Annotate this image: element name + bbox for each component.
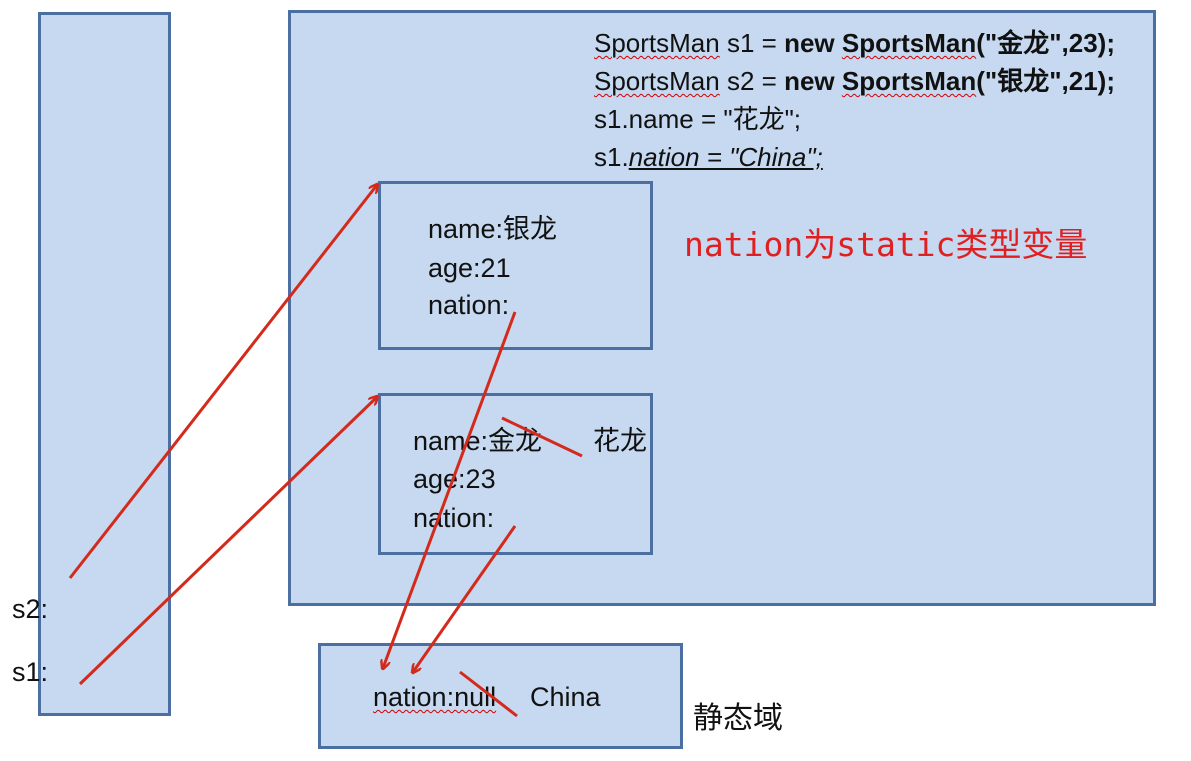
code-args: ("银龙",21);	[976, 66, 1115, 96]
object-s2-age: age:21	[428, 253, 511, 283]
object-s1-nation: nation:	[413, 503, 495, 533]
code-token: SportsMan	[594, 66, 720, 96]
object-s2	[378, 181, 653, 350]
object-s1-name: name:金龙	[413, 424, 542, 458]
code-args: ("金龙",23);	[976, 28, 1115, 58]
code-line-3: s1.name = "花龙";	[594, 104, 802, 134]
code-static-assign: nation = "China";	[628, 142, 823, 172]
static-nation-new: China	[530, 682, 601, 712]
code-line-4: s1.nation = "China";	[594, 141, 823, 173]
code-keyword: new	[784, 66, 835, 96]
object-s2-name: name:银龙	[428, 214, 558, 244]
code-token: SportsMan	[594, 28, 720, 58]
code-class-name: SportsMan	[841, 28, 977, 58]
object-s1-name-label: name:	[413, 426, 489, 456]
static-nation-old-value: nation:null	[373, 682, 497, 712]
static-variable-note: nation为static类型变量	[684, 225, 1088, 264]
code-token: s1 =	[719, 28, 785, 58]
code-token	[835, 28, 842, 58]
stack-area	[38, 12, 171, 716]
stack-label-s1: s1:	[12, 657, 49, 687]
object-s1-name-new: 花龙	[593, 426, 647, 456]
code-token: s1.	[594, 142, 629, 172]
code-line-1: SportsMan s1 = new SportsMan("金龙",23);	[594, 27, 1115, 59]
code-line-2: SportsMan s2 = new SportsMan("银龙",21);	[594, 65, 1115, 97]
static-area-label: 静态域	[693, 702, 783, 735]
static-nation-old: nation:null	[373, 680, 496, 714]
object-s2-nation: nation:	[428, 290, 510, 320]
code-class-name: SportsMan	[841, 66, 977, 96]
code-keyword: new	[784, 28, 835, 58]
code-token	[835, 66, 842, 96]
code-token: s2 =	[719, 66, 785, 96]
stack-label-s2: s2:	[12, 594, 49, 624]
object-s1-age: age:23	[413, 464, 496, 494]
object-s1-name-old: 金龙	[488, 426, 543, 456]
